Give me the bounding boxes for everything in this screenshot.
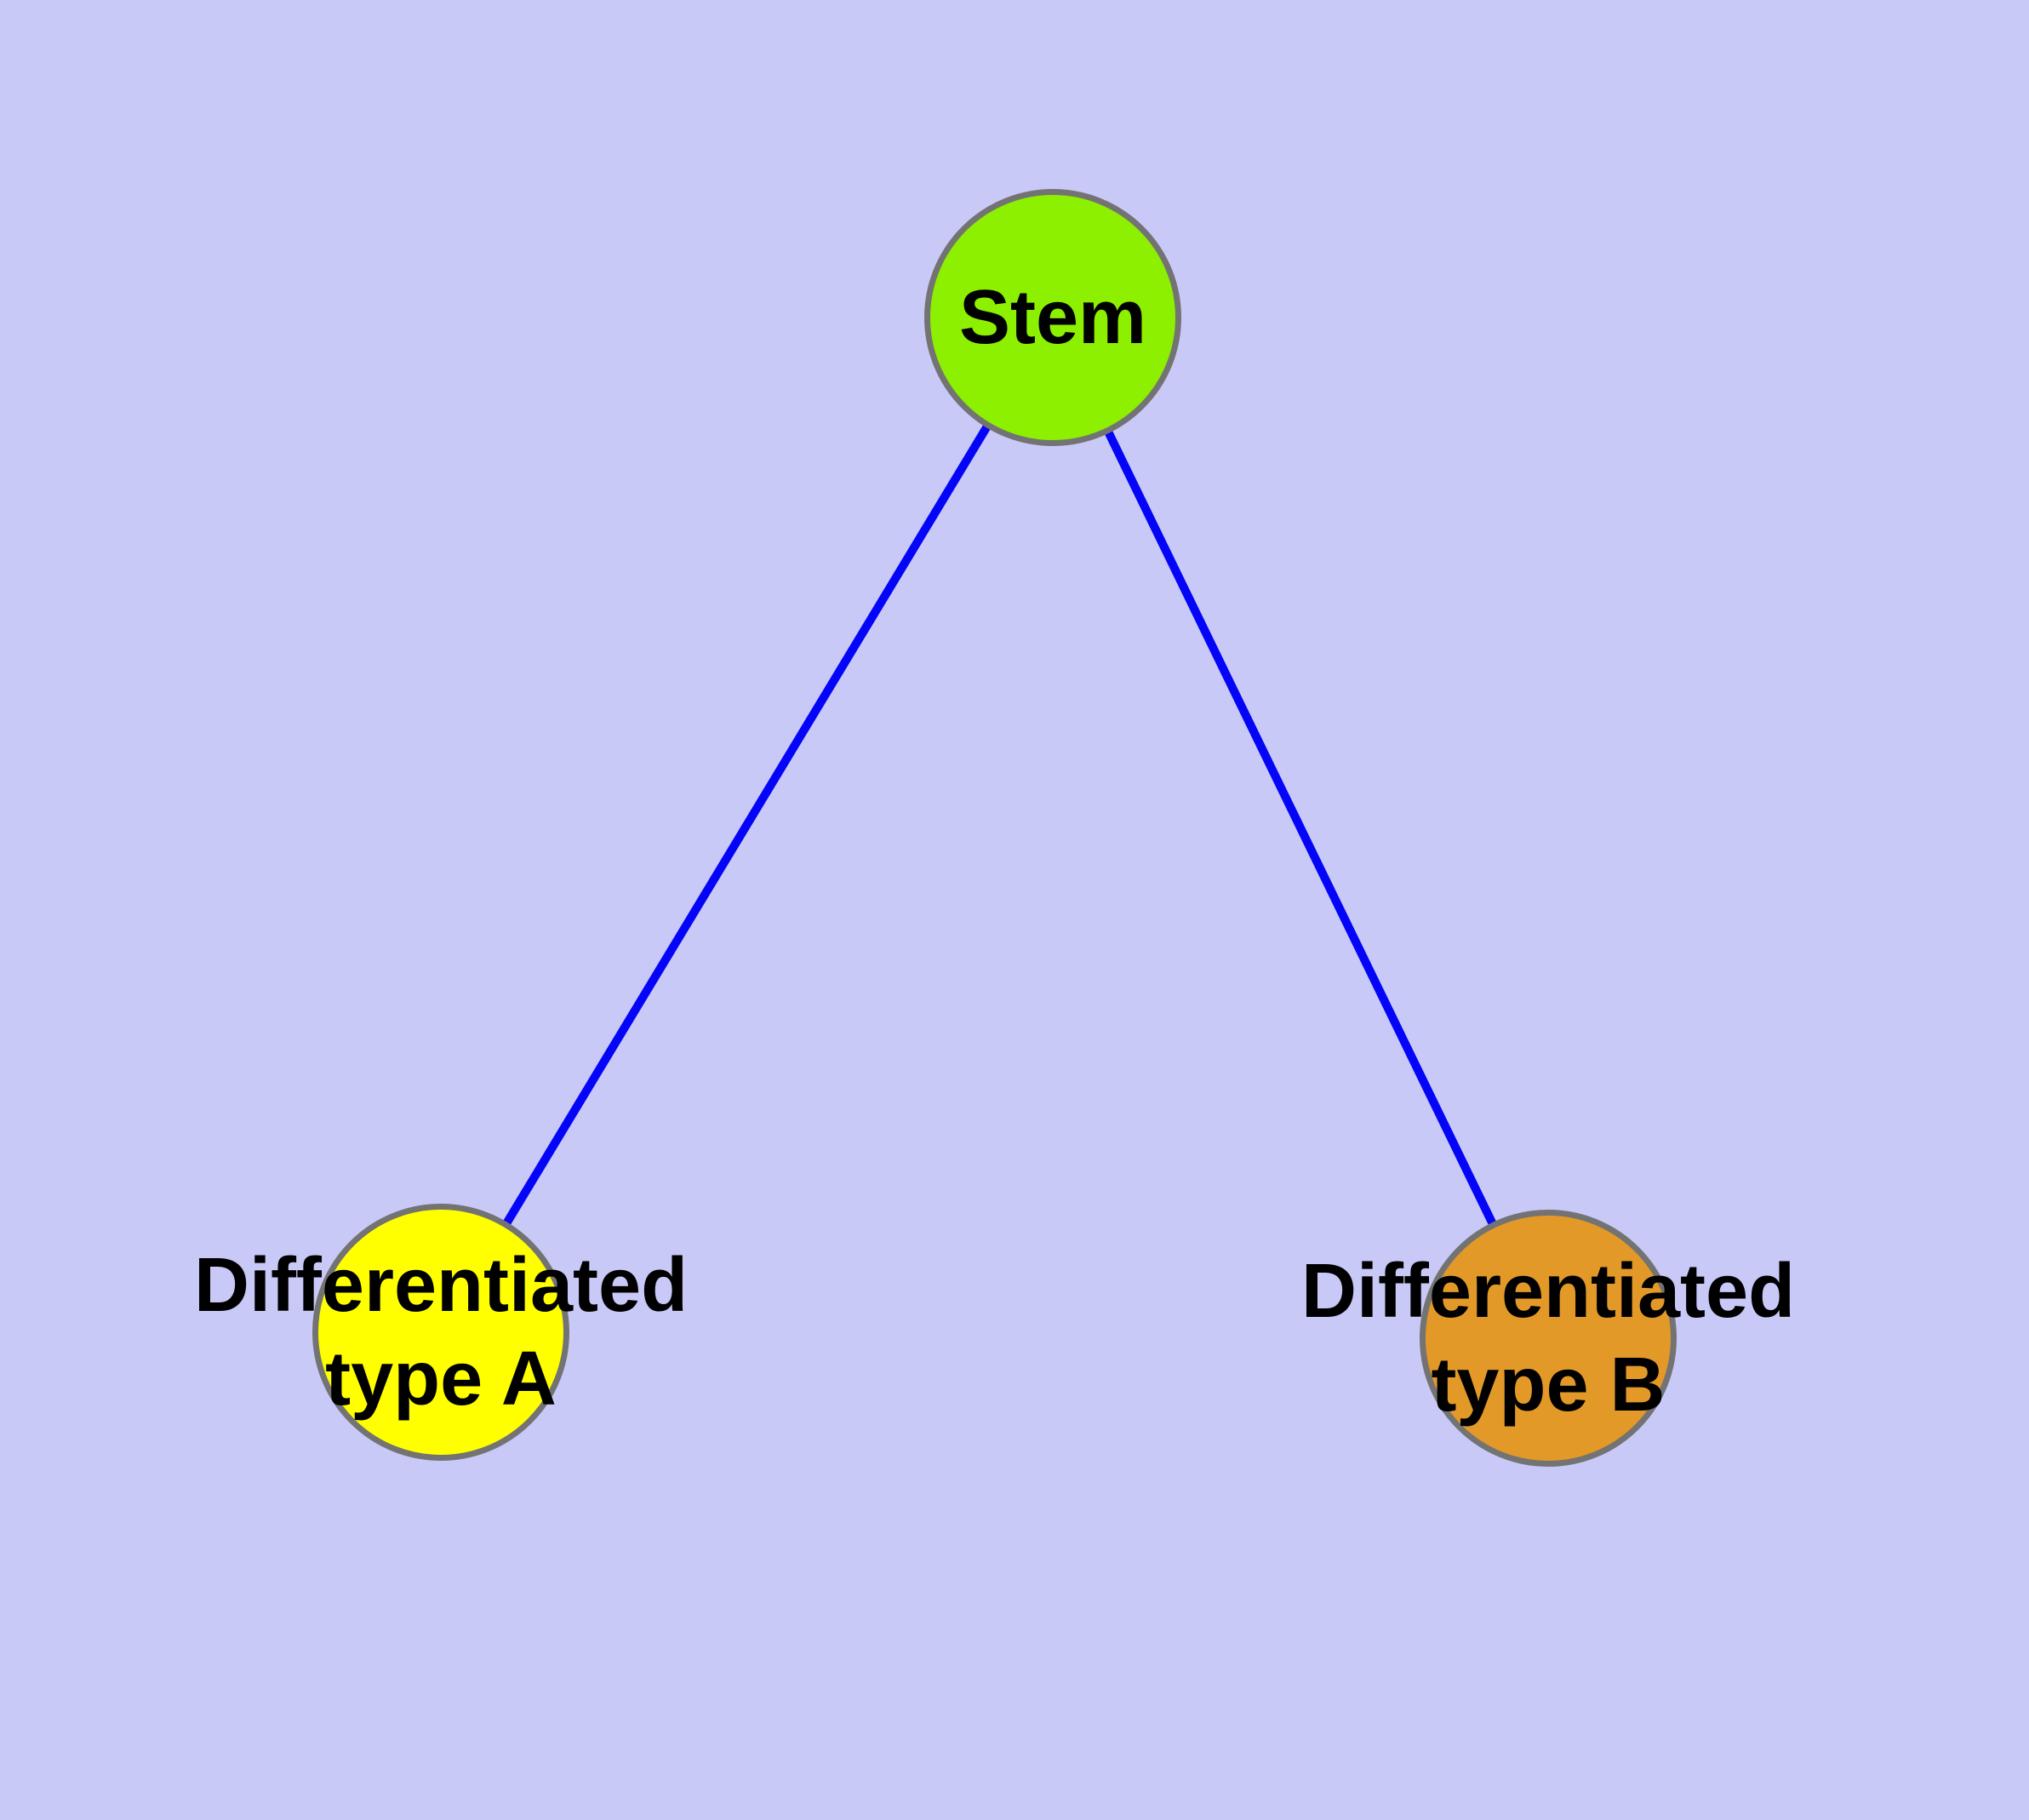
node-differentiated-type-a[interactable] bbox=[312, 1204, 569, 1461]
edge-stem-to-type-b[interactable] bbox=[1049, 315, 1552, 1341]
node-stem[interactable] bbox=[924, 189, 1181, 446]
node-differentiated-type-b[interactable] bbox=[1420, 1210, 1677, 1467]
edge-stem-to-type-a[interactable] bbox=[437, 315, 1057, 1335]
